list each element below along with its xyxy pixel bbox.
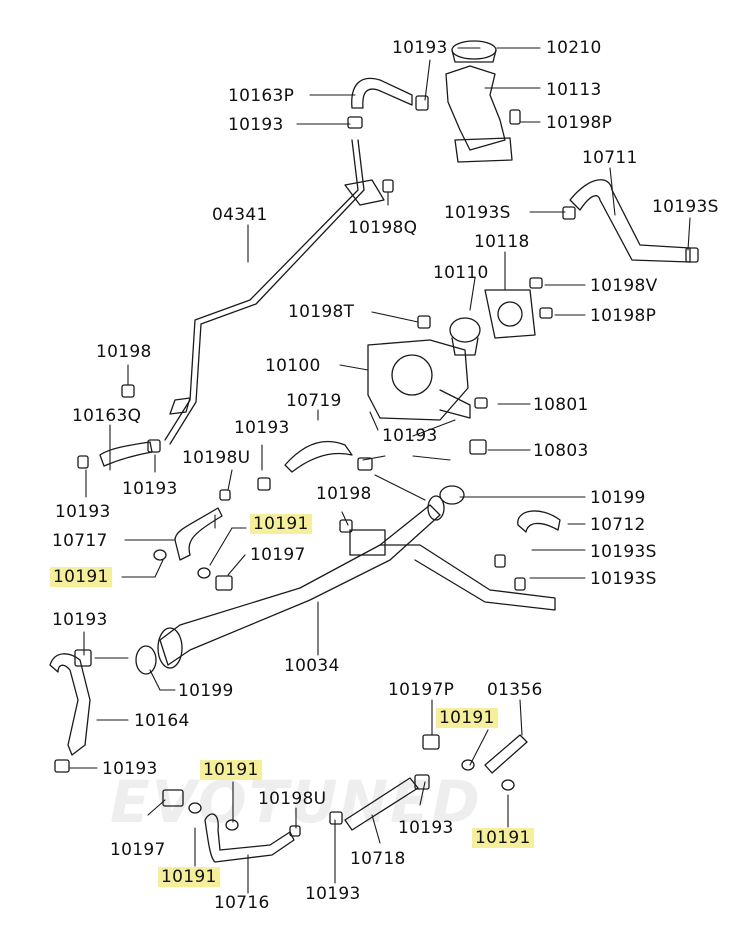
label-10193: 10193 bbox=[228, 115, 284, 135]
label-10198T: 10198T bbox=[288, 302, 355, 322]
label-10191-highlighted: 10191 bbox=[158, 867, 220, 887]
label-10197P: 10197P bbox=[388, 680, 455, 700]
label-10193: 10193 bbox=[122, 479, 178, 499]
label-10164: 10164 bbox=[134, 711, 190, 731]
watermark-logo: EVOTUNED bbox=[110, 768, 482, 836]
label-10118: 10118 bbox=[474, 232, 530, 252]
label-10197: 10197 bbox=[250, 545, 306, 565]
label-04341: 04341 bbox=[212, 205, 268, 225]
label-10198U: 10198U bbox=[182, 448, 251, 468]
label-10193: 10193 bbox=[305, 884, 361, 904]
label-10191-highlighted: 10191 bbox=[472, 828, 534, 848]
oring-10199-a bbox=[439, 485, 465, 505]
label-10801: 10801 bbox=[533, 395, 589, 415]
label-10113: 10113 bbox=[546, 80, 602, 100]
label-10210: 10210 bbox=[546, 38, 602, 58]
label-10163Q: 10163Q bbox=[72, 406, 142, 426]
oring-10199-b bbox=[135, 645, 157, 675]
pipe-10034 bbox=[159, 504, 441, 666]
label-10034: 10034 bbox=[284, 656, 340, 676]
hose-10712 bbox=[517, 510, 561, 533]
label-10198: 10198 bbox=[316, 484, 372, 504]
hose-10711 bbox=[569, 179, 691, 263]
radiator-cap bbox=[451, 40, 497, 60]
label-10717: 10717 bbox=[52, 531, 108, 551]
label-10110: 10110 bbox=[433, 263, 489, 283]
label-10716: 10716 bbox=[214, 893, 270, 913]
pipe-10716 bbox=[204, 813, 295, 863]
thermostat-housing bbox=[484, 289, 536, 339]
label-10193: 10193 bbox=[55, 502, 111, 522]
label-10718: 10718 bbox=[350, 849, 406, 869]
label-10198P: 10198P bbox=[590, 306, 657, 326]
hose-10718 bbox=[344, 777, 419, 831]
label-10199: 10199 bbox=[178, 681, 234, 701]
label-10193: 10193 bbox=[398, 818, 454, 838]
label-10191-highlighted: 10191 bbox=[436, 708, 498, 728]
hose-10164 bbox=[49, 653, 91, 756]
label-10199: 10199 bbox=[590, 488, 646, 508]
thermostat-case-10100 bbox=[367, 339, 469, 421]
label-10711: 10711 bbox=[582, 148, 638, 168]
label-10193S: 10193S bbox=[652, 197, 719, 217]
label-10193: 10193 bbox=[52, 610, 108, 630]
label-10191-highlighted: 10191 bbox=[200, 760, 262, 780]
label-10193S: 10193S bbox=[590, 542, 657, 562]
hose-10163P bbox=[351, 77, 413, 109]
label-10193S: 10193S bbox=[590, 569, 657, 589]
label-10803: 10803 bbox=[533, 441, 589, 461]
label-10198: 10198 bbox=[96, 342, 152, 362]
label-10198U: 10198U bbox=[258, 789, 327, 809]
label-10193: 10193 bbox=[392, 38, 448, 58]
label-10197: 10197 bbox=[110, 840, 166, 860]
label-10100: 10100 bbox=[265, 356, 321, 376]
water-outlet bbox=[445, 65, 506, 151]
hose-10163Q bbox=[99, 441, 153, 467]
leader-lines bbox=[69, 47, 691, 894]
label-10193: 10193 bbox=[382, 426, 438, 446]
label-10198P: 10198P bbox=[546, 113, 613, 133]
label-10198Q: 10198Q bbox=[348, 218, 418, 238]
label-10198V: 10198V bbox=[590, 276, 658, 296]
label-10163P: 10163P bbox=[228, 86, 295, 106]
thermostat bbox=[449, 317, 481, 343]
label-10719: 10719 bbox=[286, 391, 342, 411]
pipe-10717 bbox=[174, 507, 223, 561]
label-10191-highlighted: 10191 bbox=[250, 514, 312, 534]
hose-10719 bbox=[284, 440, 353, 473]
label-10193: 10193 bbox=[234, 418, 290, 438]
label-10193: 10193 bbox=[102, 759, 158, 779]
label-10712: 10712 bbox=[590, 515, 646, 535]
label-10191-highlighted: 10191 bbox=[50, 567, 112, 587]
pipe-01356 bbox=[484, 734, 528, 774]
label-01356: 01356 bbox=[487, 680, 543, 700]
label-10193S: 10193S bbox=[444, 203, 511, 223]
